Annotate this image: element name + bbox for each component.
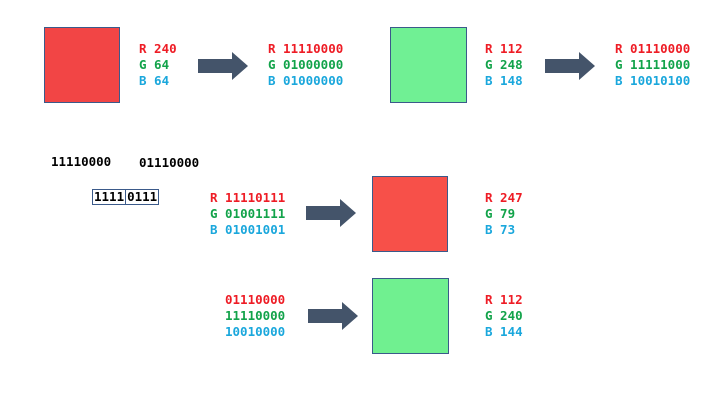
embedded-color-swatch [372,176,448,252]
embedded-r-value: R 247 [485,190,523,205]
red-r-binary: R 11110000 [268,41,344,56]
embedded-decimal-values: R 247 G 79 B 73 [485,190,523,238]
green-g-binary: G 11111000 [615,57,691,72]
extracted-decimal-values: R 112 G 240 B 144 [485,292,523,340]
extracted-r-binary: 01110000 [225,292,286,307]
cover-bits: 11110000 [51,154,112,169]
red-decimal-values: R 240 G 64 B 64 [139,41,177,89]
right-arrow-icon [198,52,248,80]
green-b-binary: B 10010100 [615,73,691,88]
green-color-swatch [390,27,467,103]
extracted-g-value: G 240 [485,308,523,323]
green-decimal-values: R 112 G 248 B 148 [485,41,523,89]
extracted-color-swatch [372,278,449,354]
right-arrow-icon [545,52,595,80]
merged-low-nibble: 0111 [126,189,160,205]
extracted-r-value: R 112 [485,292,523,307]
embedded-g-value: G 79 [485,206,516,221]
red-color-swatch [44,27,120,103]
extracted-b-value: B 144 [485,324,523,339]
green-r-value: R 112 [485,41,523,56]
embedded-r-binary: R 11110111 [210,190,286,205]
secret-bits: 01110000 [139,155,200,170]
right-arrow-icon [308,302,358,330]
red-r-value: R 240 [139,41,177,56]
green-g-value: G 248 [485,57,523,72]
merged-high-nibble: 1111 [92,189,127,205]
red-g-value: G 64 [139,57,170,72]
embedded-b-binary: B 01001001 [210,222,286,237]
right-arrow-icon [306,199,356,227]
extracted-b-binary: 10010000 [225,324,286,339]
embedded-g-binary: G 01001111 [210,206,286,221]
red-b-value: B 64 [139,73,170,88]
red-b-binary: B 01000000 [268,73,344,88]
red-g-binary: G 01000000 [268,57,344,72]
red-binary-values: R 11110000 G 01000000 B 01000000 [268,41,343,89]
extracted-g-binary: 11110000 [225,308,286,323]
green-r-binary: R 01110000 [615,41,691,56]
embedded-b-value: B 73 [485,222,516,237]
green-binary-values: R 01110000 G 11111000 B 10010100 [615,41,690,89]
embedded-binary-values: R 11110111 G 01001111 B 01001001 [210,190,285,238]
green-b-value: B 148 [485,73,523,88]
extracted-binary-values: 01110000 11110000 10010000 [225,292,285,340]
